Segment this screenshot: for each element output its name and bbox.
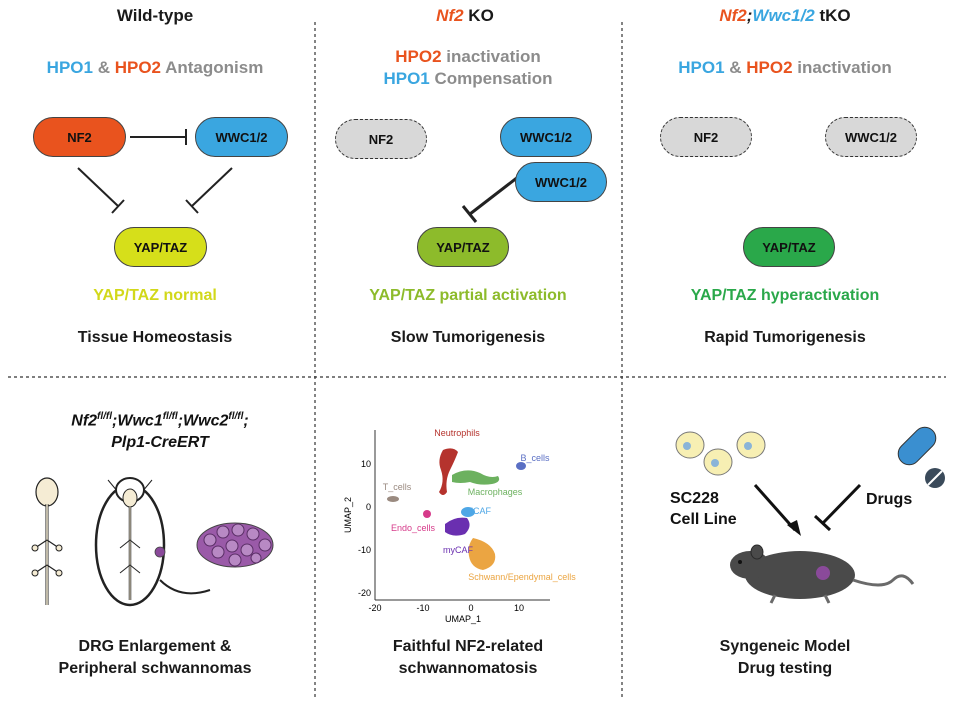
- cluster-icaf: [461, 507, 475, 517]
- nf2-pill-inactive: NF2: [335, 119, 427, 159]
- y-tick-labels: 10 0 -10 -20: [358, 459, 371, 598]
- cluster-schwann: [468, 538, 496, 570]
- yaptaz-pill: YAP/TAZ: [417, 227, 509, 267]
- drug-testing-illustration: [675, 426, 945, 604]
- mouse-icon: [94, 477, 211, 607]
- drugs-label: Drugs: [866, 491, 913, 508]
- cluster-label: iCAF: [471, 506, 492, 516]
- x-tick-labels: -20 -10 0 10: [368, 603, 524, 613]
- outcome-tko: Rapid Tumorigenesis: [704, 329, 866, 346]
- x-tick: -20: [368, 603, 381, 613]
- outcome-nf2ko: Slow Tumorigenesis: [390, 329, 546, 346]
- cluster-macrophages: [452, 470, 500, 485]
- wwc12-compensation-pill: WWC1/2: [515, 162, 607, 202]
- y-tick: -10: [358, 545, 371, 555]
- tumor-icon: [196, 522, 274, 568]
- subtitle-wildtype: HPO1 & HPO2 Antagonism: [46, 58, 264, 77]
- cluster-label: Endo_cells: [391, 523, 436, 533]
- subtitle-tko: HPO1 & HPO2 inactivation: [678, 58, 892, 77]
- x-tick: 0: [468, 603, 473, 613]
- cluster-label: B_cells: [520, 453, 550, 463]
- subtitle-nf2ko: HPO2 inactivation HPO1 Compensation: [383, 47, 553, 88]
- spinal-cord-icon: [31, 477, 63, 605]
- bottom-caption-right: Syngeneic Model Drug testing: [719, 638, 851, 677]
- genotype-label: Nf2fl/fl;Wwc1fl/fl;Wwc2fl/fl; Plp1-CreER…: [71, 411, 249, 452]
- bottom-caption-middle: Faithful NF2-related schwannomatosis: [392, 638, 544, 677]
- wildtype-inhibition-arrows: [77, 129, 233, 214]
- outcome-wildtype: Tissue Homeostasis: [77, 329, 233, 346]
- wwc12-pill: WWC1/2: [500, 117, 592, 157]
- x-axis-label: UMAP_1: [445, 614, 481, 624]
- y-tick: 0: [366, 502, 371, 512]
- cluster-label: Schwann/Ependymal_cells: [468, 572, 576, 582]
- umap-plot: -20 -10 0 10 10 0 -10 -20 UMAP_1 UMAP_2 …: [343, 428, 576, 624]
- arrows: [753, 483, 862, 536]
- nf2ko-inhibition-arrow: [461, 175, 519, 223]
- x-tick: -10: [416, 603, 429, 613]
- y-tick: 10: [361, 459, 371, 469]
- drug-capsule-icon: [897, 426, 945, 488]
- cluster-endo: [423, 510, 431, 518]
- status-tko: YAP/TAZ hyperactivation: [690, 287, 880, 304]
- cell-line-icon: [675, 431, 766, 476]
- cluster-bcells: [516, 462, 526, 470]
- wwc12-pill: WWC1/2: [195, 117, 288, 157]
- cluster-label: Neutrophils: [434, 428, 480, 438]
- cluster-mycaf: [445, 517, 470, 536]
- wwc12-pill-inactive: WWC1/2: [825, 117, 917, 157]
- yaptaz-pill: YAP/TAZ: [114, 227, 207, 267]
- y-axis-label: UMAP_2: [343, 497, 353, 533]
- mouse-icon: [730, 544, 915, 604]
- nf2-pill: NF2: [33, 117, 126, 157]
- status-wildtype: YAP/TAZ normal: [93, 287, 217, 304]
- cluster-neutrophils: [439, 448, 458, 495]
- cluster-tcells: [387, 496, 399, 502]
- mouse-illustration: [31, 477, 274, 607]
- status-nf2ko: YAP/TAZ partial activation: [369, 287, 567, 304]
- cluster-label: Macrophages: [468, 487, 523, 497]
- cluster-label: myCAF: [443, 545, 473, 555]
- title-text: Wild-type: [116, 6, 194, 25]
- cell-line-label: SC228 Cell Line: [670, 490, 737, 528]
- nf2-pill-inactive: NF2: [660, 117, 752, 157]
- y-tick: -20: [358, 588, 371, 598]
- cluster-label: T_cells: [383, 482, 412, 492]
- column-title-nf2ko: Nf2 KO: [436, 6, 494, 25]
- bottom-caption-left: DRG Enlargement & Peripheral schwannomas: [58, 638, 252, 677]
- yaptaz-pill: YAP/TAZ: [743, 227, 835, 267]
- column-title-tko: Nf2;Wwc1/2 tKO: [719, 6, 851, 25]
- x-tick: 10: [514, 603, 524, 613]
- column-title-wildtype: Wild-type: [40, 6, 270, 26]
